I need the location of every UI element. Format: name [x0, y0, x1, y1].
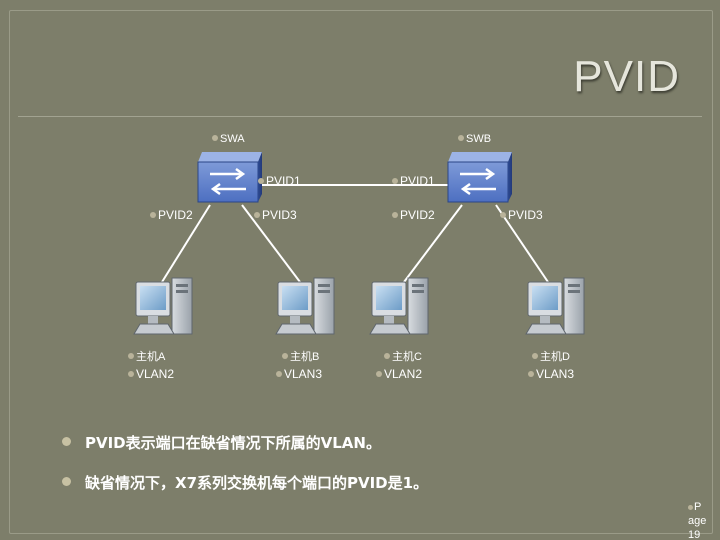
host-c-label: 主机C [384, 348, 422, 364]
port-label-swa-pvid2: PVID2 [150, 208, 193, 222]
slide-title: PVID [573, 52, 680, 101]
host-c-computer-icon[interactable] [369, 277, 429, 335]
host-a-computer-icon[interactable] [133, 277, 193, 335]
host-b-label: 主机B [282, 348, 319, 364]
link-swb-hostd [495, 204, 549, 283]
links [161, 184, 549, 283]
switch-b-label: SWB [458, 133, 491, 145]
host-b-vlan: VLAN3 [276, 367, 322, 381]
port-label-swb-pvid2: PVID2 [392, 208, 435, 222]
link-swb-hostc [403, 204, 463, 283]
host-d-vlan: VLAN3 [528, 367, 574, 381]
link-swa-hosta [161, 204, 211, 283]
bullet-1: PVID表示端口在缺省情况下所属的VLAN。 [62, 432, 381, 453]
switch-a-icon[interactable] [197, 152, 262, 203]
switch-b-icon[interactable] [447, 152, 512, 203]
link-swa-hostb [241, 204, 301, 283]
title-divider [18, 116, 702, 117]
host-c-vlan: VLAN2 [376, 367, 422, 381]
host-a-vlan: VLAN2 [128, 367, 174, 381]
bullet-dot-icon [62, 477, 71, 486]
port-label-swb-pvid1: PVID1 [392, 174, 435, 188]
page-number: P age 19 [688, 501, 707, 540]
bullet-2: 缺省情况下，X7系列交换机每个端口的PVID是1。 [62, 472, 428, 493]
host-d-label: 主机D [532, 348, 570, 364]
host-b-computer-icon[interactable] [275, 277, 335, 335]
bullet-dot-icon [62, 437, 71, 446]
port-label-swa-pvid1: PVID1 [258, 174, 301, 188]
port-label-swb-pvid3: PVID3 [500, 208, 543, 222]
host-a-label: 主机A [128, 348, 165, 364]
switch-a-label: SWA [212, 133, 245, 145]
slide-frame [9, 10, 713, 534]
port-label-swa-pvid3: PVID3 [254, 208, 297, 222]
host-d-computer-icon[interactable] [525, 277, 585, 335]
